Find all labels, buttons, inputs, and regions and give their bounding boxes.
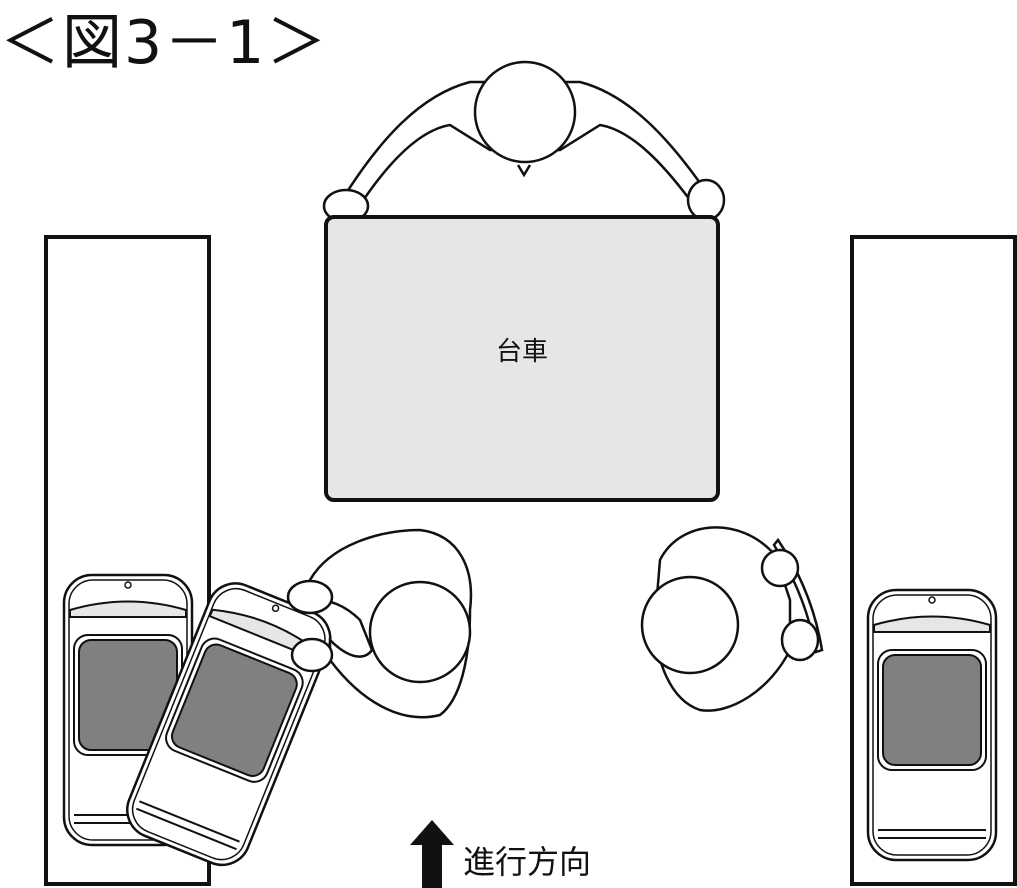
cart: 台車 <box>324 215 720 502</box>
figure-title: ＜図3－1＞ <box>0 8 329 78</box>
chair-right-stored <box>866 588 998 862</box>
cart-label: 台車 <box>496 337 548 367</box>
person-carrying-chair <box>286 528 473 719</box>
person-carrying-board <box>640 526 824 712</box>
direction-indicator: 進行方向 <box>410 820 591 888</box>
left-area-box <box>44 235 211 886</box>
up-arrow-icon <box>410 820 454 888</box>
direction-label: 進行方向 <box>463 843 591 881</box>
right-area-box <box>850 235 1017 886</box>
person-top-pushing-cart <box>322 60 726 224</box>
